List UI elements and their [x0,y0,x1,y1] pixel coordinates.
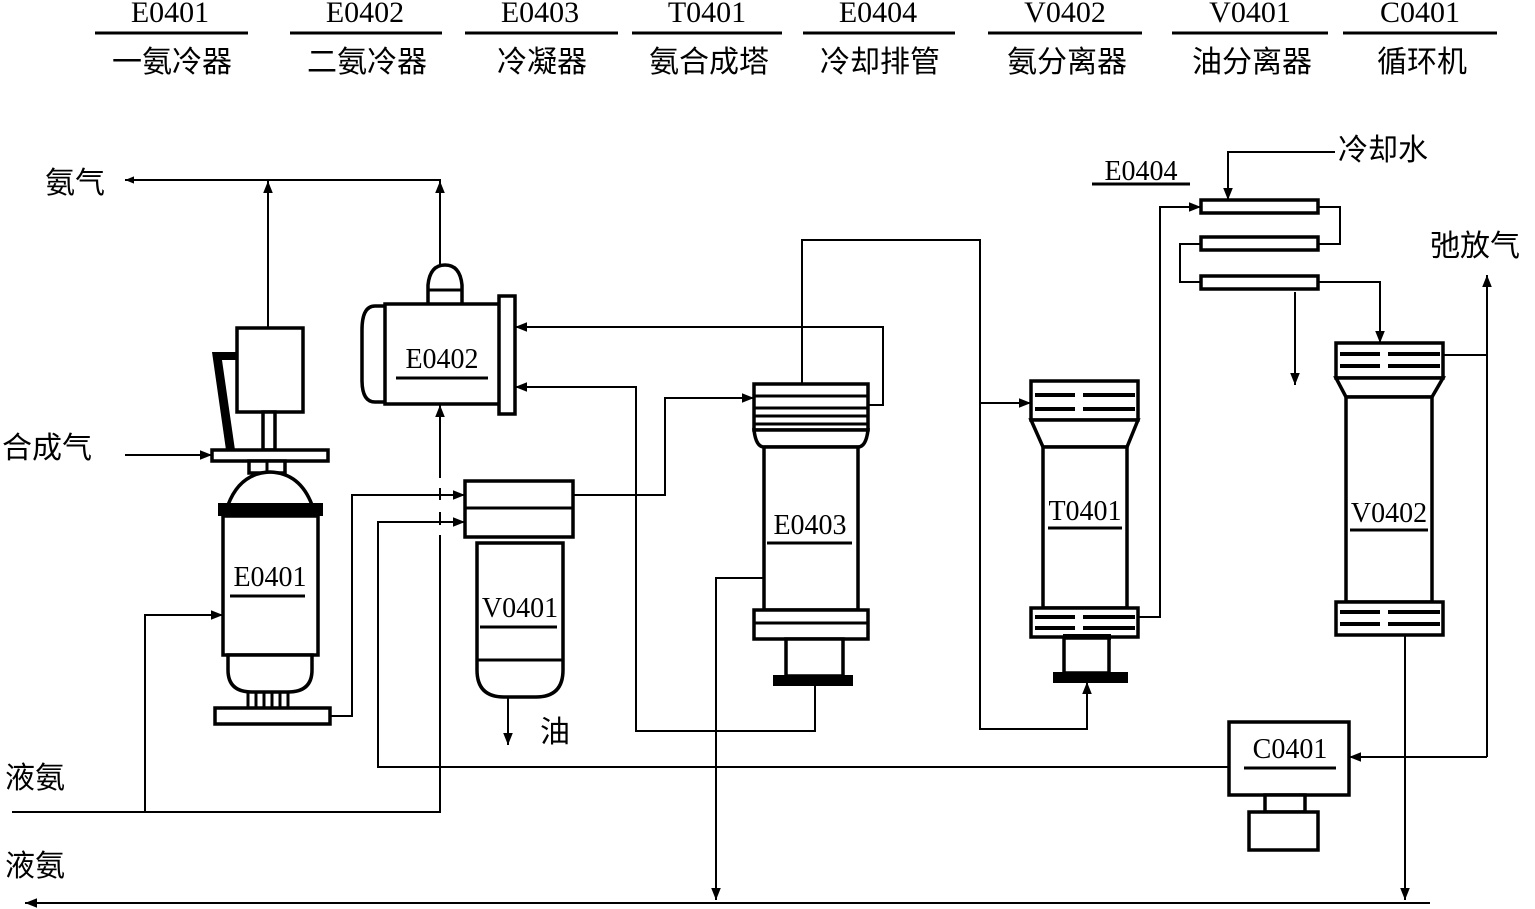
e0403-label: E0403 [773,510,846,541]
legend-name: 氨合成塔 [649,46,769,79]
legend-code: E0402 [326,0,404,29]
legend-name: 冷凝器 [497,46,587,79]
ammonia-gas-label: 氨气 [45,167,105,200]
equipment-legend: E0401 一氨冷器 E0402 二氨冷器 E0403 冷凝器 T0401 氨合… [95,0,1497,79]
legend-code: E0403 [501,0,579,29]
e0403-bottom-to-e0402-line [515,382,816,732]
t0401-ammonia-synthesis-tower[interactable]: T0401 [1028,379,1141,683]
legend-item-e0403: E0403 冷凝器 [465,0,618,79]
e0401-to-v0401-line [330,490,465,717]
oil-label: 油 [540,716,570,749]
c0401-label: C0401 [1253,734,1328,765]
e0401-ammonia-cooler-1[interactable]: E0401 [210,326,332,726]
v0401-to-e0403-line [573,393,754,496]
e0404-connector [1179,243,1201,283]
e0403-condenser[interactable]: E0403 [752,382,870,686]
c0401-circulator[interactable]: C0401 [1227,720,1351,852]
legend-code: V0402 [1024,0,1106,29]
legend-item-v0402: V0402 氨分离器 [988,0,1142,79]
liquid-ammonia-to-e0401 [144,610,223,812]
cooling-water-label: 冷却水 [1338,134,1428,167]
e0403-to-e0402-line [515,322,884,406]
e0404-cooling-coils[interactable]: E0404 [1092,156,1320,291]
e0404-to-v0402-line [1318,281,1385,343]
t0401-bottom-inlet-line [979,403,1092,730]
legend-item-e0404: E0404 冷却排管 [803,0,955,79]
legend-name: 冷却排管 [820,46,940,79]
cooling-water-line [1223,151,1335,200]
legend-name: 循环机 [1377,46,1467,79]
legend-name: 二氨冷器 [307,46,427,79]
legend-item-v0401: V0401 油分离器 [1172,0,1328,79]
v0402-ammonia-separator[interactable]: V0402 [1333,341,1447,637]
legend-code: C0401 [1380,0,1460,29]
t0401-label: T0401 [1048,496,1121,527]
v0401-oil-separator[interactable]: V0401 [463,479,575,699]
legend-name: 一氨冷器 [112,46,232,79]
legend-item-e0401: E0401 一氨冷器 [95,0,248,79]
e0403-liquid-ammonia-line [711,577,764,900]
legend-item-e0402: E0402 二氨冷器 [290,0,442,79]
liquid-ammonia-in-label: 液氨 [5,762,65,795]
process-lines [12,151,1492,908]
legend-code: T0401 [668,0,746,29]
v0401-label: V0401 [482,593,558,624]
legend-item-c0401: C0401 循环机 [1343,0,1497,79]
v0402-label: V0402 [1351,498,1427,529]
syngas-label: 合成气 [2,432,92,465]
e0404-connector [1318,206,1341,245]
c0401-to-v0401-line [377,517,1229,768]
e0402-ammonia-cooler-2[interactable]: E0402 [360,263,517,416]
e0402-label: E0402 [405,344,478,375]
liquid-ammonia-out-label: 液氨 [5,850,65,883]
liquid-ammonia-line [12,535,441,813]
legend-name: 油分离器 [1192,46,1312,79]
e0403-to-t0401-line [801,239,1031,408]
legend-code: E0401 [131,0,209,29]
purge-gas-label: 弛放气 [1430,230,1520,263]
legend-name: 氨分离器 [1007,46,1127,79]
t0401-to-e0404-line [1138,202,1201,618]
legend-code: V0401 [1209,0,1291,29]
legend-item-t0401: T0401 氨合成塔 [632,0,782,79]
e0404-label: E0404 [1104,156,1177,187]
e0401-label: E0401 [233,562,306,593]
ammonia-gas-line [125,176,441,265]
legend-code: E0404 [839,0,917,29]
